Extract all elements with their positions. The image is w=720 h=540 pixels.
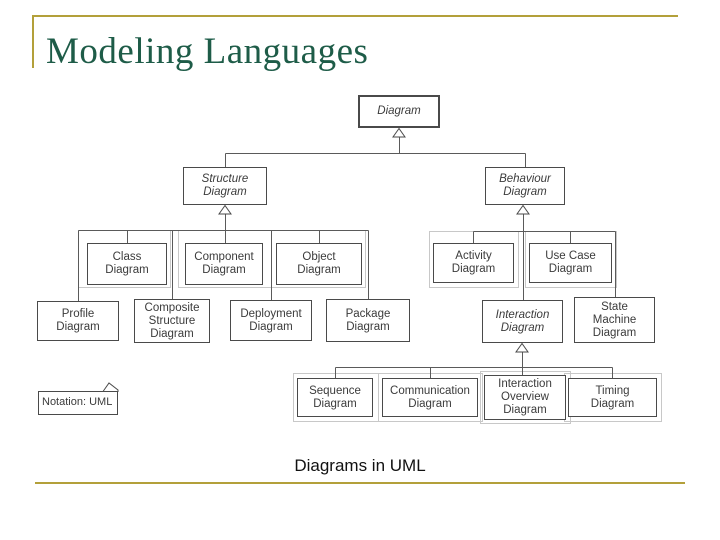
- generalization-triangle-icon: [516, 204, 530, 215]
- generalization-triangle-icon: [392, 127, 406, 138]
- uml-note-text: Notation: UML: [42, 396, 113, 408]
- slide-caption: Diagrams in UML: [294, 456, 426, 475]
- bottom-border-line: [35, 482, 685, 484]
- generalization-triangle-icon: [218, 204, 232, 215]
- node-label: Diagram: [377, 105, 421, 117]
- top-border-line: [32, 15, 678, 17]
- slide-title: Modeling Languages: [46, 31, 369, 72]
- generalization-triangle-icon: [515, 342, 529, 353]
- uml-note-box: [38, 391, 118, 415]
- left-border-line: [32, 15, 34, 68]
- node-diagram: Diagram: [358, 95, 440, 128]
- note-fold-icon: [102, 382, 119, 392]
